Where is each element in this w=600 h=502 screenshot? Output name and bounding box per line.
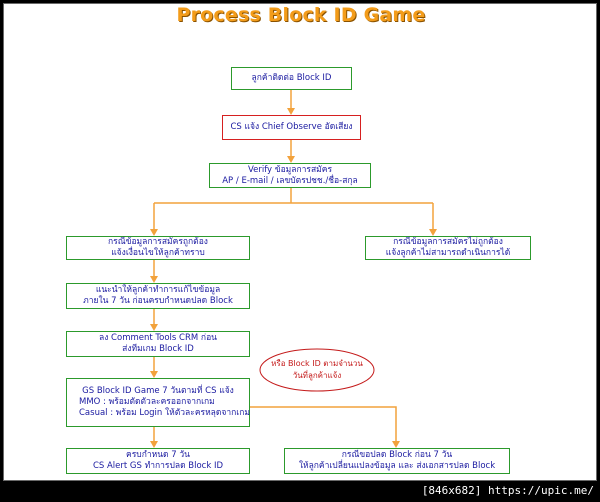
box-text-line: ครบกำหนด 7 วัน bbox=[126, 450, 190, 460]
flowchart-canvas: Process Block ID Game ลูกค้าติ bbox=[3, 3, 597, 481]
box-text-line: ส่งทีมเกม Block ID bbox=[122, 344, 194, 354]
box-text-line: MMO : พร้อมตัดตัวละครออกจากเกม bbox=[79, 397, 215, 407]
diagram-title: Process Block ID Game bbox=[176, 4, 426, 26]
note-line: หรือ Block ID ตามจำนวน bbox=[271, 359, 363, 368]
step-early-unblock: กรณีขอปลด Block ก่อน 7 วันให้ลูกค้าเปลี่… bbox=[284, 448, 510, 474]
step-customer-contact: ลูกค้าติดต่อ Block ID bbox=[231, 67, 352, 90]
note-callout: หรือ Block ID ตามจำนวน วันที่ลูกค้าแจ้ง bbox=[258, 347, 376, 393]
box-text-line: กรณีข้อมูลการสมัครไม่ถูกต้อง bbox=[393, 237, 503, 247]
box-text-line: CS แจ้ง Chief Observe อัดเสียง bbox=[230, 122, 353, 132]
step-info-correct: กรณีข้อมูลการสมัครถูกต้องแจ้งเงื่อนไขให้… bbox=[66, 236, 250, 260]
box-text-line: GS Block ID Game 7 วันตามที่ CS แจ้ง bbox=[82, 386, 234, 396]
box-text-line: กรณีขอปลด Block ก่อน 7 วัน bbox=[341, 450, 453, 460]
box-text-line: แนะนำให้ลูกค้าทำการแก้ไขข้อมูล bbox=[95, 285, 221, 295]
box-text-line: CS Alert GS ทำการปลด Block ID bbox=[92, 461, 224, 471]
arrowhead bbox=[150, 229, 158, 236]
arrowhead bbox=[392, 441, 400, 448]
arrowhead bbox=[429, 229, 437, 236]
connectors bbox=[150, 90, 437, 448]
box-text-line: AP / E-mail / เลขบัตรปชช./ชื่อ-สกุล bbox=[222, 175, 358, 186]
note-text: หรือ Block ID ตามจำนวน วันที่ลูกค้าแจ้ง bbox=[258, 347, 376, 393]
box-text-line: กรณีข้อมูลการสมัครถูกต้อง bbox=[108, 237, 208, 247]
step-cs-report-chief: CS แจ้ง Chief Observe อัดเสียง bbox=[222, 115, 361, 140]
step-info-incorrect: กรณีข้อมูลการสมัครไม่ถูกต้องแจ้งลูกค้าไม… bbox=[365, 236, 531, 260]
box-text-line: ภายใน 7 วัน ก่อนครบกำหนดปลด Block bbox=[83, 296, 233, 306]
box-text-line: แจ้งลูกค้าไม่สามารถดำเนินการได้ bbox=[385, 248, 511, 258]
box-text-line: ให้ลูกค้าเปลี่ยนแปลงข้อมูล และ ส่งเอกสาร… bbox=[298, 461, 496, 471]
arrowhead bbox=[150, 441, 158, 448]
connector-gs-to-early-unblock bbox=[246, 406, 397, 441]
box-text-line: Verify ข้อมูลการสมัคร bbox=[247, 164, 333, 175]
step-advise-fix: แนะนำให้ลูกค้าทำการแก้ไขข้อมูลภายใน 7 วั… bbox=[66, 283, 250, 309]
image-host-caption: [846x682] https://upic.me/ bbox=[421, 484, 594, 497]
arrowhead bbox=[150, 371, 158, 378]
arrowhead bbox=[287, 156, 295, 163]
box-text-line: แจ้งเงื่อนไขให้ลูกค้าทราบ bbox=[111, 248, 205, 258]
note-ellipse bbox=[259, 348, 375, 392]
box-text-line: ลง Comment Tools CRM ก่อน bbox=[99, 333, 217, 343]
note-line: วันที่ลูกค้าแจ้ง bbox=[292, 371, 342, 380]
arrowhead bbox=[287, 108, 295, 115]
box-text-line: Casual : พร้อม Login ให้ตัวละครหลุดจากเก… bbox=[79, 408, 250, 418]
arrowhead bbox=[150, 324, 158, 331]
step-comment-crm: ลง Comment Tools CRM ก่อนส่งทีมเกม Block… bbox=[66, 331, 250, 357]
arrowhead bbox=[150, 276, 158, 283]
box-text-line: ลูกค้าติดต่อ Block ID bbox=[251, 73, 332, 83]
